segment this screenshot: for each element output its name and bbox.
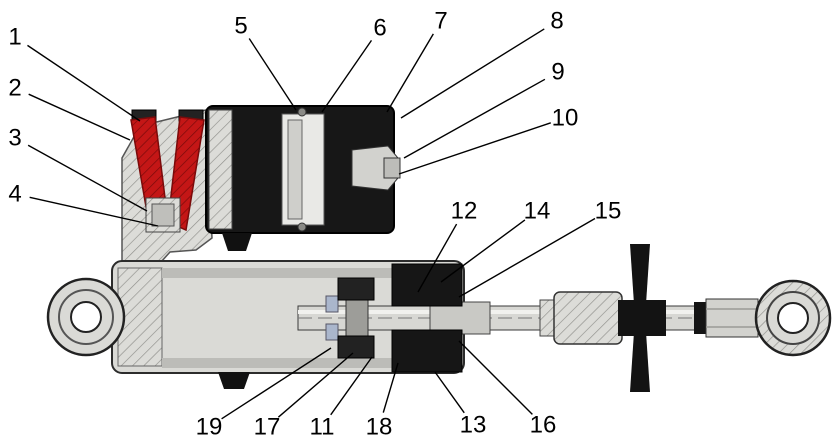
tube-wall-top bbox=[162, 268, 462, 278]
threaded-collar bbox=[553, 291, 623, 345]
callout-label-13: 13 bbox=[460, 412, 487, 439]
reservoir-end-cap bbox=[208, 109, 233, 230]
bumper-fin-top bbox=[630, 244, 650, 304]
callout-label-12: 12 bbox=[451, 198, 478, 225]
hex-adapter bbox=[705, 298, 759, 338]
bumper-hub bbox=[618, 300, 666, 336]
callout-label-3: 3 bbox=[8, 125, 21, 152]
callout-label-6: 6 bbox=[373, 15, 386, 42]
callout-label-1: 1 bbox=[8, 24, 21, 51]
callout-leader-14 bbox=[440, 219, 526, 283]
callout-label-7: 7 bbox=[434, 8, 447, 35]
right-eyelet-bore bbox=[777, 302, 809, 334]
right-eyelet bbox=[754, 279, 832, 357]
callout-label-16: 16 bbox=[530, 412, 557, 439]
main-damper-body bbox=[111, 260, 465, 389]
adjuster-spring bbox=[151, 203, 175, 227]
callout-leader-15 bbox=[458, 217, 596, 298]
callout-leader-10 bbox=[398, 122, 552, 175]
callout-leader-18 bbox=[382, 362, 399, 413]
lock-ring bbox=[539, 299, 555, 337]
reservoir-mount-tab bbox=[222, 233, 252, 251]
callout-leader-17 bbox=[277, 352, 354, 418]
callout-leader-1 bbox=[27, 44, 141, 122]
tube-wall-bottom bbox=[162, 358, 462, 368]
body-mount-tab bbox=[218, 372, 250, 389]
callout-leader-13 bbox=[434, 371, 465, 414]
seal-head-assembly bbox=[325, 263, 463, 373]
glide-ring-bottom bbox=[325, 323, 339, 341]
callout-label-17: 17 bbox=[254, 414, 281, 441]
callout-leader-2 bbox=[28, 93, 131, 141]
shaft-highlight bbox=[298, 310, 702, 314]
piston-seal-top bbox=[337, 277, 375, 301]
bumper-fin-bottom bbox=[630, 332, 650, 392]
callout-label-9: 9 bbox=[551, 59, 564, 86]
callout-leader-16 bbox=[458, 340, 533, 415]
callout-label-4: 4 bbox=[8, 181, 21, 208]
callout-leader-4 bbox=[29, 196, 159, 227]
callout-leader-3 bbox=[27, 144, 148, 212]
compression-adjuster-assembly bbox=[130, 109, 205, 233]
reservoir-screw-bottom bbox=[297, 222, 307, 232]
clevis-hatched-section bbox=[117, 267, 163, 367]
reservoir-screw-top bbox=[297, 107, 307, 117]
callout-label-14: 14 bbox=[524, 198, 551, 225]
shaft-spacer bbox=[694, 302, 706, 334]
callout-label-8: 8 bbox=[550, 8, 563, 35]
callout-leader-12 bbox=[417, 223, 458, 293]
glide-ring-top bbox=[325, 295, 339, 313]
piston-seal-bottom bbox=[337, 335, 375, 359]
callout-label-5: 5 bbox=[234, 13, 247, 40]
ifp-seal-groove bbox=[287, 119, 303, 220]
piston-band bbox=[345, 297, 369, 339]
seal-head-bottom bbox=[391, 329, 463, 373]
callout-leader-9 bbox=[403, 78, 546, 159]
callout-leader-8 bbox=[400, 28, 545, 119]
callout-leader-11 bbox=[330, 356, 373, 416]
callout-leader-5 bbox=[248, 38, 297, 111]
bumper-plate bbox=[618, 244, 706, 392]
reservoir-valve-nut bbox=[383, 157, 401, 179]
callout-label-10: 10 bbox=[552, 105, 579, 132]
callout-leader-6 bbox=[321, 39, 373, 113]
left-eyelet bbox=[46, 277, 126, 357]
left-eyelet-bore bbox=[70, 301, 102, 333]
shaft-shoulder bbox=[429, 301, 491, 335]
seal-head-top bbox=[391, 263, 463, 307]
callout-label-15: 15 bbox=[595, 198, 622, 225]
callout-leader-19 bbox=[221, 347, 332, 420]
shaft-collar-assembly bbox=[539, 291, 623, 345]
callout-label-18: 18 bbox=[366, 414, 393, 441]
callout-label-2: 2 bbox=[8, 75, 21, 102]
reservoir-assembly bbox=[205, 105, 401, 251]
callout-label-11: 11 bbox=[310, 414, 335, 441]
hex-adapter-body bbox=[705, 298, 759, 338]
callout-label-19: 19 bbox=[196, 414, 223, 441]
left-eyelet-ring bbox=[58, 289, 114, 345]
callout-leader-7 bbox=[386, 33, 434, 113]
